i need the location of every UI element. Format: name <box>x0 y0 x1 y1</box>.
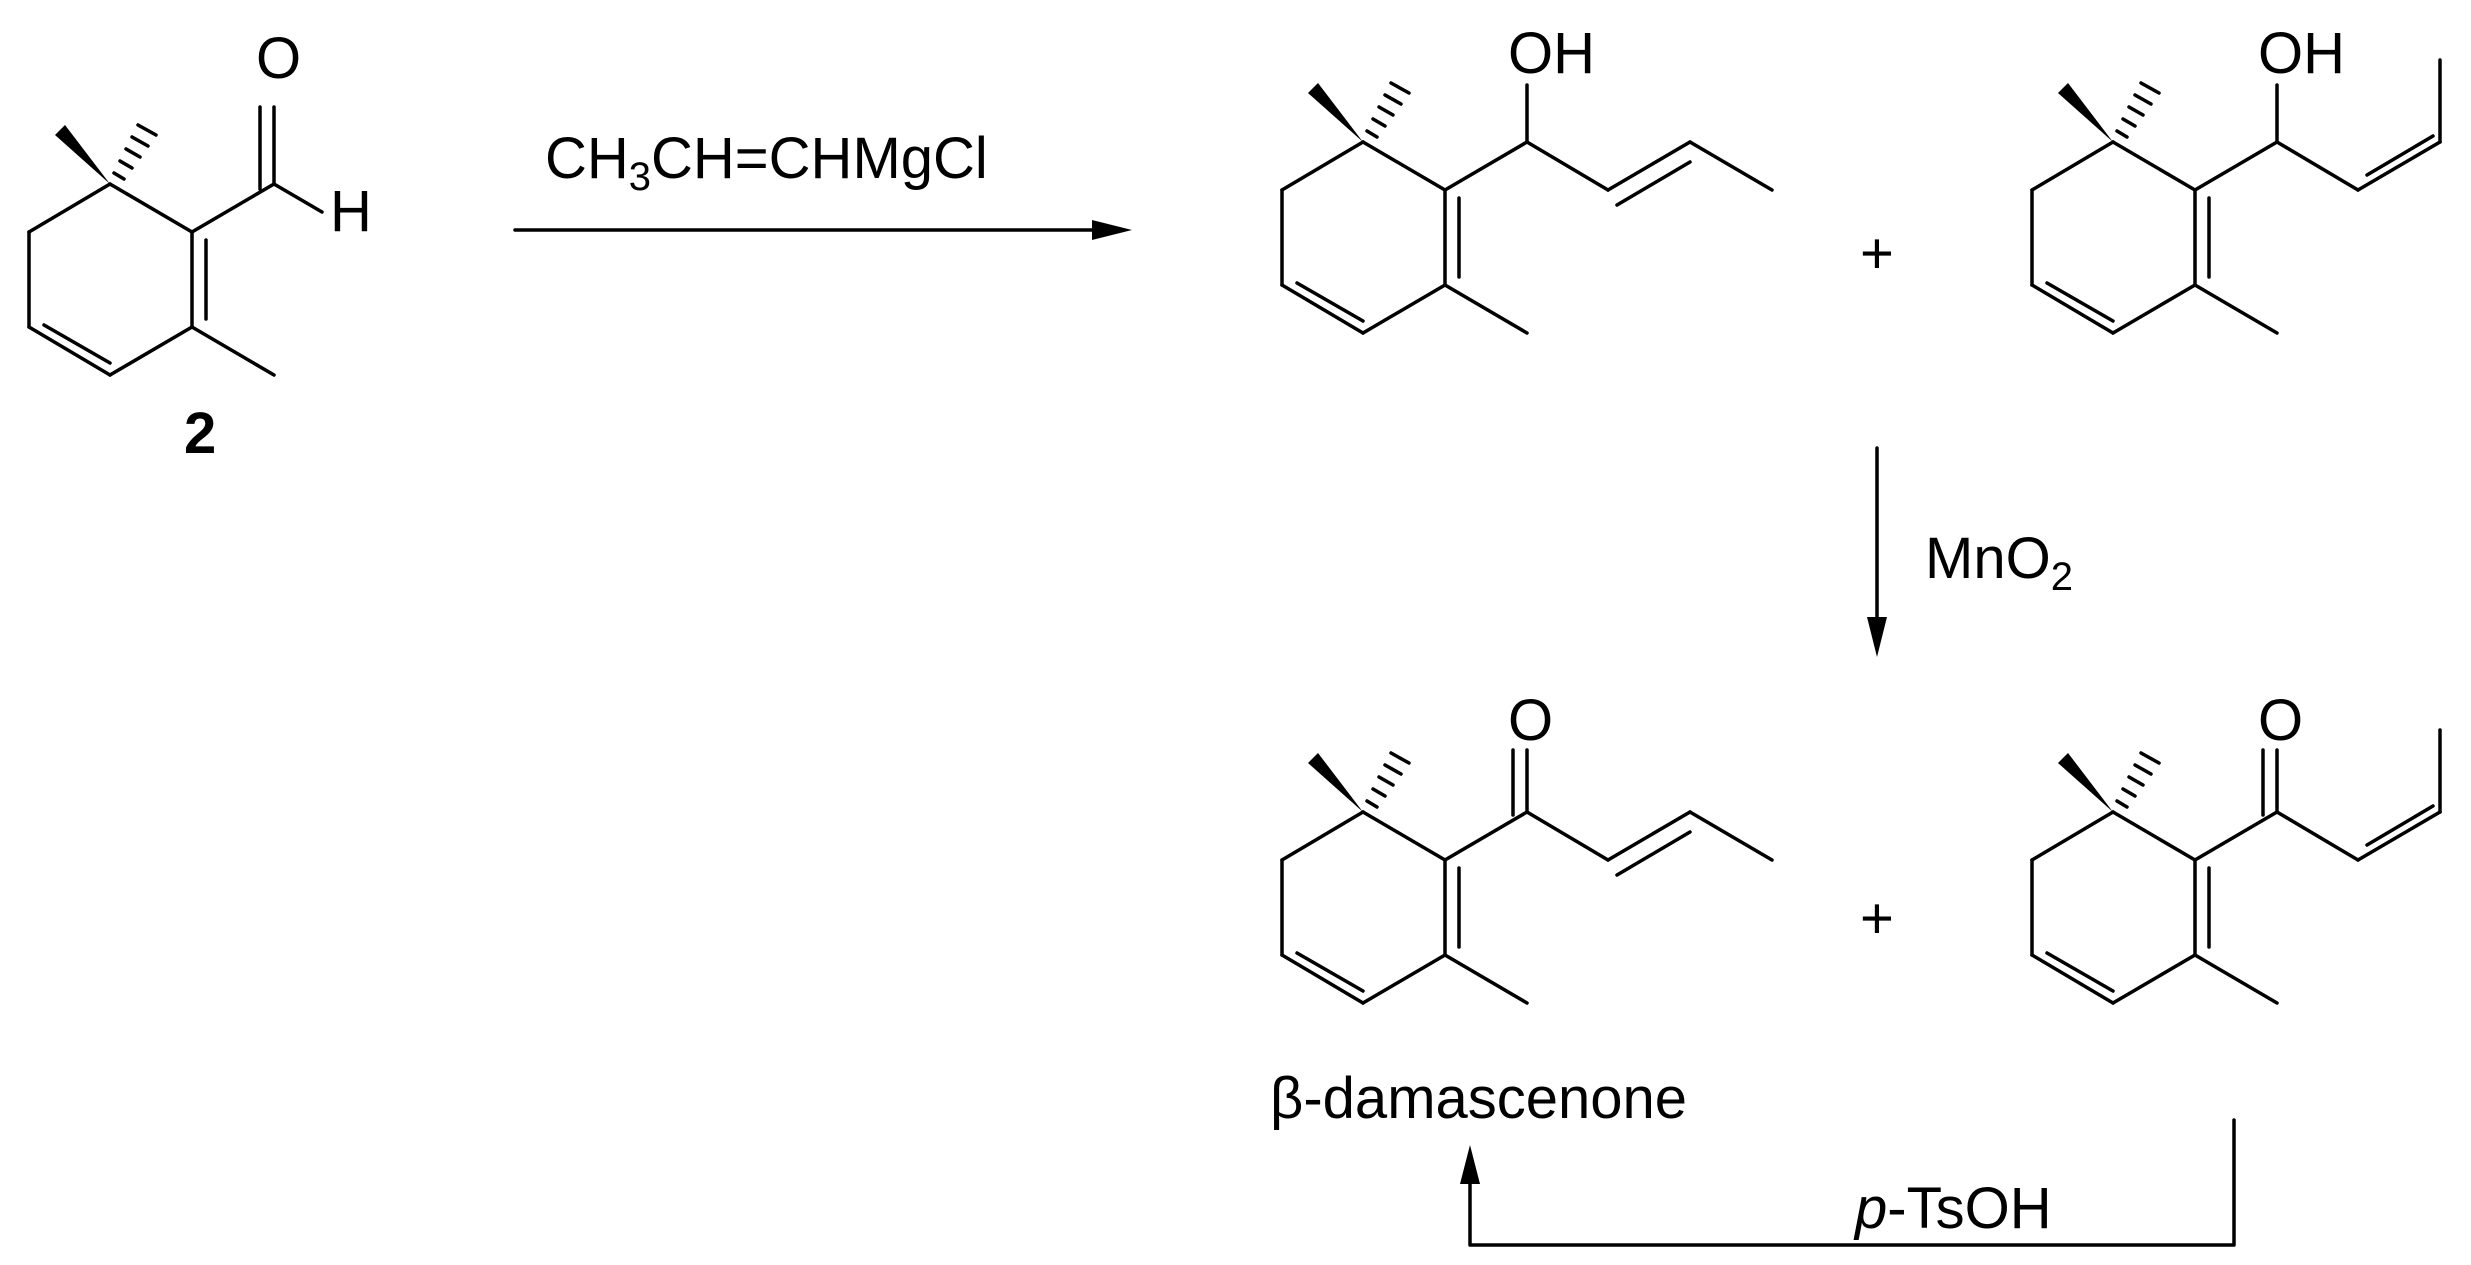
reagent-oxidant: MnO2 <box>1925 530 2073 599</box>
reagent-grignard: CH3CH=CHMgCl <box>545 130 988 199</box>
structure-z-alcohol <box>2030 58 2442 335</box>
oxygen-label: O <box>256 26 302 91</box>
hydroxyl-label: OH <box>1508 21 1595 86</box>
arrow-isomerization <box>1460 1118 2236 1247</box>
reagent-oxidant-part: MnO <box>1925 526 2051 591</box>
hydroxyl-label: OH <box>2258 21 2345 86</box>
reagent-acid-rest: -TsOH <box>1887 1176 2052 1241</box>
reagent-acid: p-TsOH <box>1855 1180 2052 1238</box>
plus-sign: + <box>1860 221 1894 286</box>
reagent-oxidant-subscript: 2 <box>2050 555 2073 599</box>
reagent-grignard-part: CH=CHMgCl <box>651 126 988 191</box>
oxygen-label: O <box>2258 688 2304 753</box>
arrow-oxidation <box>1867 446 1887 657</box>
hydrogen-label: H <box>330 179 372 244</box>
oxygen-label: O <box>1508 688 1554 753</box>
structure-z-ketone <box>2030 728 2442 1005</box>
structure-compound-2 <box>27 105 324 377</box>
structure-e-alcohol <box>1280 81 1774 335</box>
compound-label-2: 2 <box>184 401 217 466</box>
product-name: β-damascenone <box>1270 1066 1688 1131</box>
arrow-grignard <box>513 220 1132 240</box>
structure-beta-damascenone <box>1280 748 1774 1005</box>
plus-sign: + <box>1860 886 1894 951</box>
reagent-acid-italic: p <box>1855 1176 1888 1241</box>
reagent-grignard-subscript: 3 <box>628 155 652 199</box>
reagent-grignard-part: CH <box>545 126 629 191</box>
